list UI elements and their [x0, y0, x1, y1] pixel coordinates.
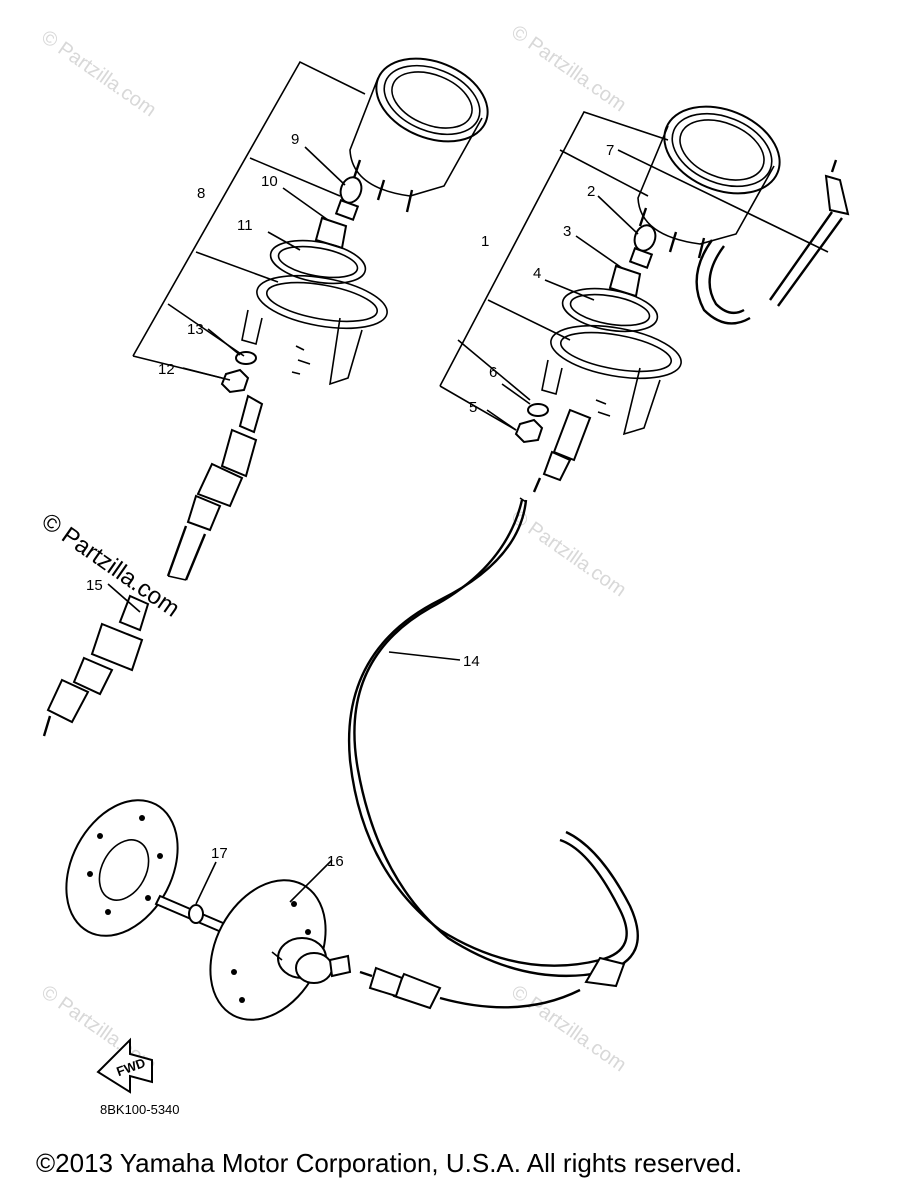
- drive-shaft: [154, 894, 232, 936]
- part-label-4: 4: [533, 265, 541, 282]
- left-meter-body: [349, 57, 489, 213]
- part-label-5: 5: [469, 399, 477, 416]
- left-bracket: [241, 309, 363, 386]
- part-label-1: 1: [481, 233, 489, 250]
- left-socket: [314, 216, 348, 250]
- copyright-notice: ©2013 Yamaha Motor Corporation, U.S.A. A…: [36, 1148, 742, 1178]
- right-bracket: [541, 359, 661, 436]
- part-label-11: 11: [237, 217, 253, 234]
- right-bulb: [628, 224, 657, 269]
- part-label-8: 8: [197, 185, 205, 202]
- left-bulb: [334, 176, 363, 221]
- watermark-top-left: © Partzilla.com: [37, 26, 160, 121]
- diagram-code: 8BK100-5340: [100, 1102, 180, 1117]
- watermark-middle-right: © Partzilla.com: [507, 506, 630, 601]
- speedometer-gear-unit: [195, 859, 352, 1021]
- part-label-17: 17: [211, 845, 228, 862]
- left-meter-assembly: [132, 57, 489, 394]
- watermark-prominent: © Partzilla.com: [37, 508, 185, 623]
- right-cushions: [550, 287, 682, 380]
- right-nut: [514, 418, 544, 444]
- part-label-3: 3: [563, 223, 571, 240]
- left-cable-assembly: [42, 394, 264, 737]
- part-number-labels: 1 2 3 4 5 6 7 8 9 10 11 12 13 14 15 16 1…: [86, 131, 614, 870]
- watermark-top-right: © Partzilla.com: [507, 21, 630, 116]
- right-meter-body: [637, 105, 781, 259]
- part-label-10: 10: [261, 173, 278, 190]
- part-label-16: 16: [327, 853, 344, 870]
- part-label-13: 13: [187, 321, 204, 338]
- right-meter-assembly: [439, 105, 850, 493]
- part-label-6: 6: [489, 364, 497, 381]
- fwd-arrow-icon: FWD: [96, 1037, 153, 1094]
- hub-plate: [65, 799, 179, 937]
- left-washer: [235, 351, 257, 365]
- part-label-2: 2: [587, 183, 595, 200]
- right-washer: [527, 403, 549, 417]
- left-cushions: [256, 239, 388, 330]
- left-nut: [220, 368, 250, 394]
- right-hose: [695, 239, 751, 325]
- part-label-12: 12: [158, 361, 175, 378]
- part-label-9: 9: [291, 131, 299, 148]
- speedometer-cable: [347, 497, 639, 1010]
- part-label-14: 14: [463, 653, 480, 670]
- part-label-15: 15: [86, 577, 103, 594]
- part-label-7: 7: [606, 142, 614, 159]
- right-socket: [608, 264, 642, 298]
